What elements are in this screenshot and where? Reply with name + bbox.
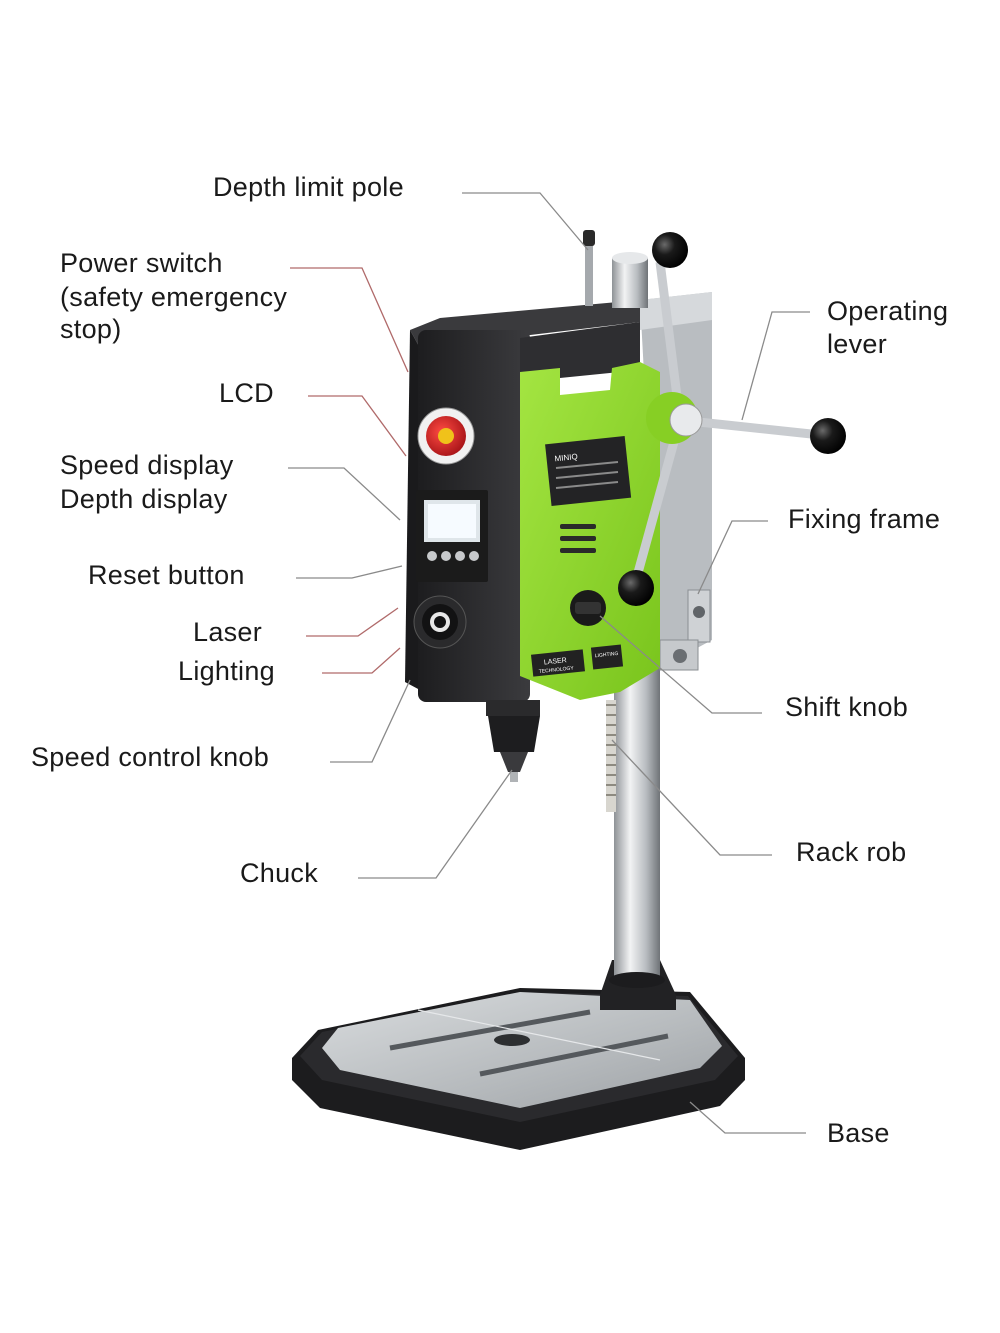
label-fixing-frame: Fixing frame [788,504,940,534]
callout-labels: Depth limit pole Power switch (safety em… [31,172,948,1148]
brand-text: MINIQ [554,452,578,463]
base [292,960,745,1150]
label-power-switch-line3: stop) [60,314,122,344]
table-center-hole [494,1034,530,1046]
table-slot-1 [389,1009,591,1051]
shift-knob[interactable] [570,590,606,626]
lcd-display [416,490,488,582]
label-shift-knob: Shift knob [785,692,908,722]
column-post [614,640,660,980]
column [606,640,665,988]
depth-limit-pole [583,230,595,306]
label-depth-limit-pole: Depth limit pole [213,172,404,202]
work-table [322,992,722,1108]
speed-control-knob[interactable] [413,595,467,649]
label-lighting: Lighting [178,656,275,686]
spindle-top [612,252,648,308]
label-chuck: Chuck [240,858,318,888]
label-power-switch-line1: Power switch [60,248,223,278]
label-base: Base [827,1118,890,1148]
label-laser: Laser [193,617,262,647]
label-power-switch-line2: (safety emergency [60,282,287,312]
laser-plate-text: LASER [544,657,568,666]
label-depth-display: Depth display [60,484,228,514]
laser-plate-subtext: TECHNOLOGY [539,665,575,675]
rack-rod [606,700,616,812]
operating-lever[interactable] [618,232,846,606]
lcd-button-1[interactable] [427,551,437,561]
lcd-button-3[interactable] [455,551,465,561]
drill-head: MINIQ LASER TECHNOLOGY LIGHTING [405,292,712,702]
lcd-button-4[interactable] [469,551,479,561]
label-operating-lever-line1: Operating [827,296,948,326]
label-reset-button: Reset button [88,560,245,590]
label-speed-control-knob: Speed control knob [31,742,269,772]
lighting-plate-text: LIGHTING [595,651,619,659]
label-rack-rob: Rack rob [796,837,906,867]
label-lcd: LCD [219,378,274,408]
table-slot-2 [479,1033,669,1077]
lighting-plate: LIGHTING [590,644,624,670]
laser-plate: LASER TECHNOLOGY [530,649,586,677]
vent-slots [560,524,596,553]
label-speed-display: Speed display [60,450,234,480]
label-operating-lever-line2: lever [827,329,887,359]
chuck [486,700,540,782]
nameplate: MINIQ [545,435,632,507]
reset-button[interactable] [441,551,451,561]
leader-lines [288,192,810,1134]
power-switch[interactable] [417,407,475,465]
